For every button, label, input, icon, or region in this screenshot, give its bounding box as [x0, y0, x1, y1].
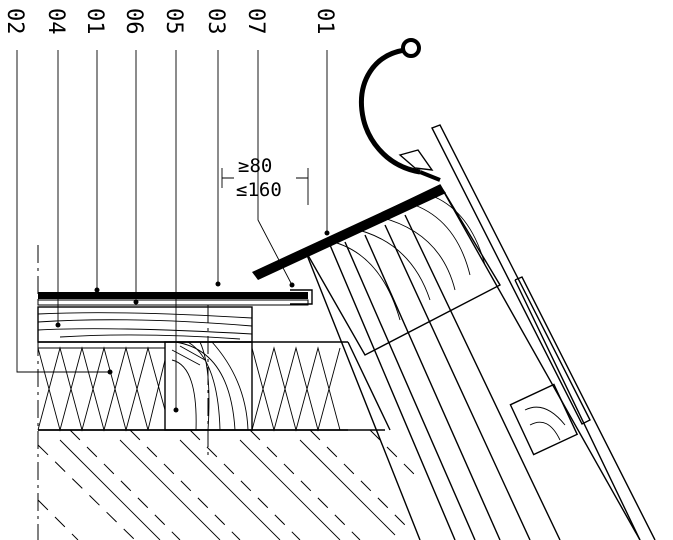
dimension-marker: ≥80 ≤160	[221, 155, 309, 205]
label-06: 06	[121, 8, 146, 35]
membrane-layer	[37, 289, 313, 306]
label-04: 04	[43, 8, 68, 35]
dimension-max: ≤160	[236, 179, 282, 201]
insulation-layer	[37, 341, 391, 432]
flashing-hook	[358, 38, 441, 182]
substrate-hatch	[37, 429, 421, 540]
label-01: 01	[82, 8, 107, 35]
label-03: 03	[203, 8, 228, 35]
timber-board	[37, 306, 253, 343]
timber-beam	[164, 341, 253, 431]
inclined-roof	[252, 124, 656, 540]
item-labels: 02 04 01 06 05 03 07 01	[2, 8, 337, 35]
dimension-min: ≥80	[238, 155, 272, 177]
label-05: 05	[161, 8, 186, 35]
label-07: 07	[243, 8, 268, 35]
label-01-roof: 01	[312, 8, 337, 35]
label-02: 02	[2, 8, 27, 35]
leader-lines	[16, 50, 330, 413]
